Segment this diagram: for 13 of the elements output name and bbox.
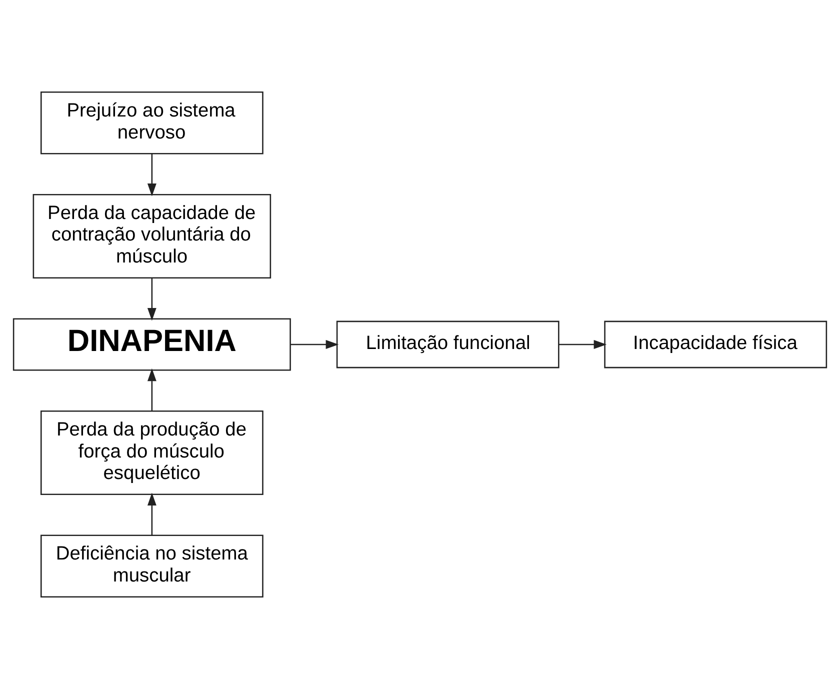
node-box: Perda da produção de força do músculo esquelético	[40, 410, 264, 495]
node-box: Limitação funcional	[336, 320, 560, 368]
arrow	[147, 492, 156, 535]
arrow	[290, 340, 339, 348]
arrow	[147, 278, 156, 320]
arrow	[147, 368, 156, 410]
arrow	[147, 153, 156, 196]
node-box: Deficiência no sistema muscular	[40, 534, 264, 598]
node-box: DINAPENIA	[12, 318, 291, 370]
node-box: Perda da capacidade de contração voluntária do músculo	[32, 193, 272, 278]
node-box: Incapacidade física	[604, 320, 828, 368]
node-box: Prejuízo ao sistema nervoso	[40, 90, 264, 154]
arrow	[558, 340, 607, 348]
